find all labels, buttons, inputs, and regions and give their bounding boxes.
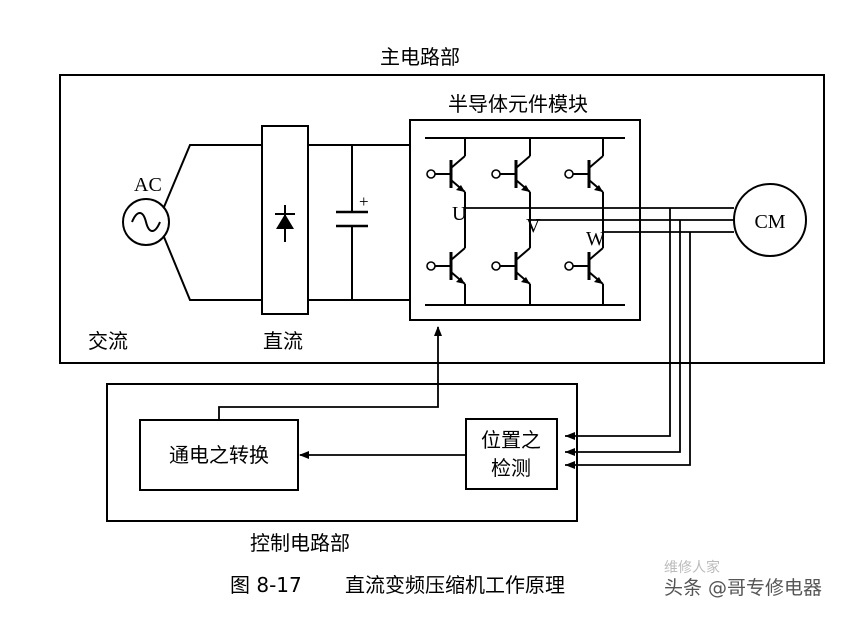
transistor-upper-u	[425, 142, 467, 206]
main-circuit-label: 主电路部	[380, 45, 460, 69]
control-circuit-frame	[106, 383, 578, 522]
transistor-lower-v	[490, 234, 532, 298]
transistor-lower-u	[425, 234, 467, 298]
sense-arrowheads	[565, 432, 575, 469]
ac-source-symbol	[122, 198, 170, 246]
ac-lead-top	[163, 144, 262, 208]
phase-u-label: U	[452, 203, 467, 225]
sense-lines	[565, 208, 691, 466]
figure-title: 直流变频压缩机工作原理	[345, 573, 565, 597]
commutation-label: 通电之转换	[169, 443, 269, 467]
figure-number: 图 8-17	[230, 573, 302, 597]
sine-wave-icon	[131, 212, 161, 232]
diode-icon	[275, 205, 295, 242]
watermark-faint: 维修人家	[664, 559, 720, 576]
capacitor-plus-label: +	[359, 192, 369, 211]
position-detect-block	[465, 418, 558, 490]
position-detect-label-line2: 检测	[491, 456, 531, 480]
main-circuit-frame	[59, 74, 825, 364]
watermark-text: 头条 @哥专修电器	[664, 577, 822, 599]
phase-v-label: V	[526, 215, 541, 237]
phase-w-label: W	[586, 228, 605, 250]
phase-output-lines	[465, 207, 734, 233]
transistor-upper-v	[490, 142, 532, 206]
ac-lead-bottom	[163, 236, 262, 301]
gate-drive-arrow	[218, 326, 442, 420]
semiconductor-module-label: 半导体元件模块	[448, 92, 588, 116]
position-detect-label-line1: 位置之	[481, 428, 541, 452]
ac-label: AC	[134, 174, 162, 196]
dc-side-label: 直流	[263, 329, 303, 353]
control-circuit-label: 控制电路部	[250, 531, 350, 555]
motor-label: CM	[754, 211, 785, 233]
rectifier-block	[261, 125, 309, 315]
filter-capacitor	[336, 145, 368, 300]
compressor-motor-symbol	[733, 183, 807, 257]
transistor-upper-w	[563, 142, 605, 206]
ac-side-label: 交流	[88, 329, 128, 353]
